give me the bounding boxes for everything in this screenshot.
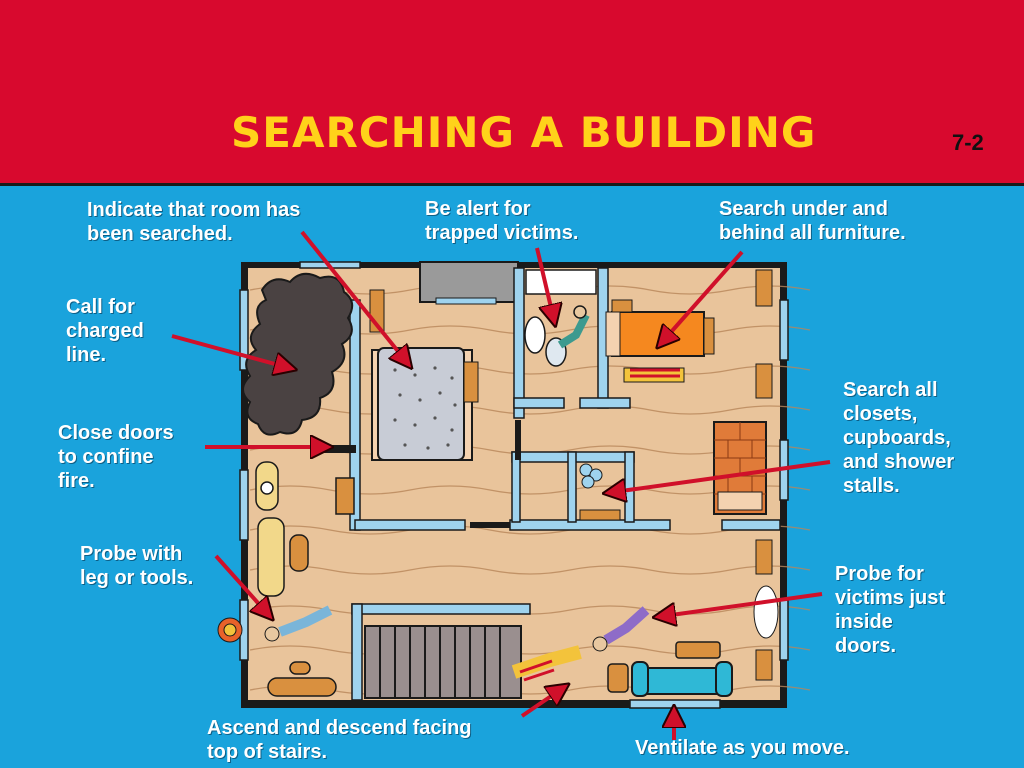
arrow-trapped-victims [535, 247, 553, 316]
label-trapped-victims: Be alert for trapped victims. [425, 198, 579, 244]
bathroom-fixtures [524, 269, 597, 367]
arrow-stairs [520, 690, 560, 718]
interior-walls [239, 261, 789, 709]
label-probe-doors: Probe for victims just inside doors. [835, 563, 946, 657]
label-charged-line: Call for charged line. [66, 296, 144, 366]
label-stairs: Ascend and descend facing top of stairs. [207, 717, 472, 763]
label-ventilate: Ventilate as you move. [635, 737, 850, 759]
label-close-doors: Close doors to confine fire. [58, 422, 174, 492]
sofa [631, 661, 733, 697]
callout-arrows [171, 230, 831, 740]
closet-items [579, 463, 621, 521]
arrow-probe-leg [214, 554, 266, 612]
title-banner [0, 0, 1024, 186]
arrow-indicate-searched [300, 230, 405, 360]
victim-left [264, 605, 333, 642]
fireplace [713, 421, 767, 515]
arrow-probe-doors [664, 592, 823, 616]
arrow-closets [614, 460, 831, 492]
label-search-closets: Search all closets, cupboards, and showe… [843, 379, 955, 497]
label-probe-leg: Probe with leg or tools. [80, 543, 194, 589]
top-niche [419, 261, 519, 303]
slide-number: 7-2 [952, 130, 984, 155]
label-search-furniture: Search under and behind all furniture. [719, 198, 906, 244]
closed-door [320, 445, 356, 453]
victim-right [592, 606, 650, 652]
arrow-furniture [664, 250, 744, 340]
arrow-charged-line [171, 334, 286, 367]
label-indicate-searched: Indicate that room has been searched. [87, 199, 301, 245]
firefighter-crawling [511, 645, 582, 682]
living-room-furniture [255, 461, 721, 697]
firefighter-entering [217, 617, 243, 643]
page-title: SEARCHING A BUILDING [231, 108, 817, 157]
staircase [364, 625, 522, 699]
